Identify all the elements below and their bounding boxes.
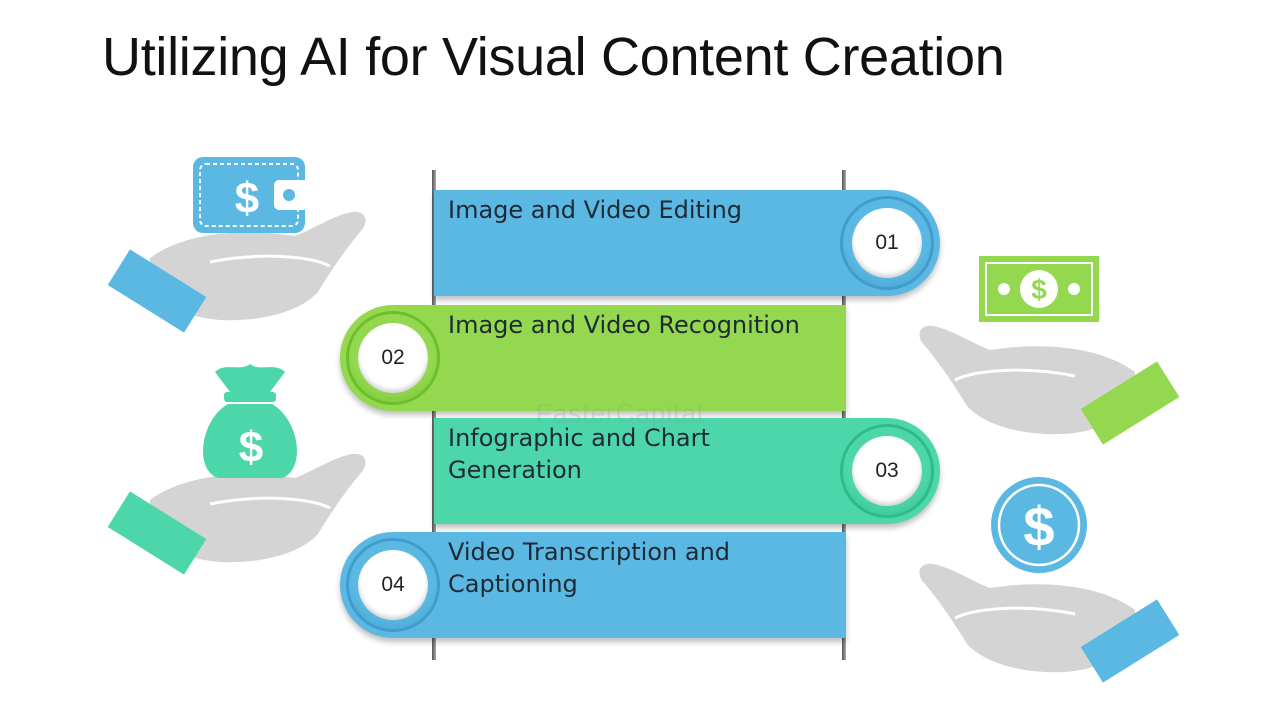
dollar-sign: $ (235, 174, 259, 223)
dollar-sign: $ (1023, 495, 1054, 558)
number-badge: 02 (349, 314, 437, 402)
number-badge-text: 03 (852, 436, 922, 506)
connector-line-left (432, 170, 436, 660)
number-badge-text: 01 (852, 208, 922, 278)
banknote-icon: $ (979, 256, 1099, 322)
open-hand-icon (919, 325, 1180, 445)
dollar-sign: $ (1031, 274, 1047, 305)
item-label: Infographic and Chart Generation (448, 424, 710, 484)
open-hand-icon (107, 453, 366, 575)
page-title: Utilizing AI for Visual Content Creation (102, 27, 1005, 87)
number-badge: 01 (843, 199, 931, 287)
number-badge: 04 (349, 541, 437, 629)
item-label: Image and Video Recognition (448, 311, 800, 339)
coin-dollar-icon: $ (991, 477, 1087, 573)
dollar-sign: $ (239, 423, 263, 472)
item-label: Video Transcription and Captioning (448, 538, 731, 598)
number-badge: 03 (843, 427, 931, 515)
open-hand-icon (919, 563, 1180, 683)
money-bag-icon: $ (203, 364, 297, 478)
wallet-dollar-icon: $ (193, 157, 308, 233)
item-label: Image and Video Editing (448, 196, 743, 224)
watermark: FasterCapital (536, 398, 704, 428)
connector-line-right (842, 170, 846, 660)
number-badge-text: 02 (358, 323, 428, 393)
item-band-03: Infographic and Chart Generation 03 (434, 418, 940, 524)
open-hand-icon (107, 211, 366, 333)
item-band-02: Image and Video Recognition 02 (340, 305, 846, 411)
item-band-04: Video Transcription and Captioning 04 (340, 532, 846, 638)
number-badge-text: 04 (358, 550, 428, 620)
item-band-01: Image and Video Editing 01 (434, 190, 940, 296)
